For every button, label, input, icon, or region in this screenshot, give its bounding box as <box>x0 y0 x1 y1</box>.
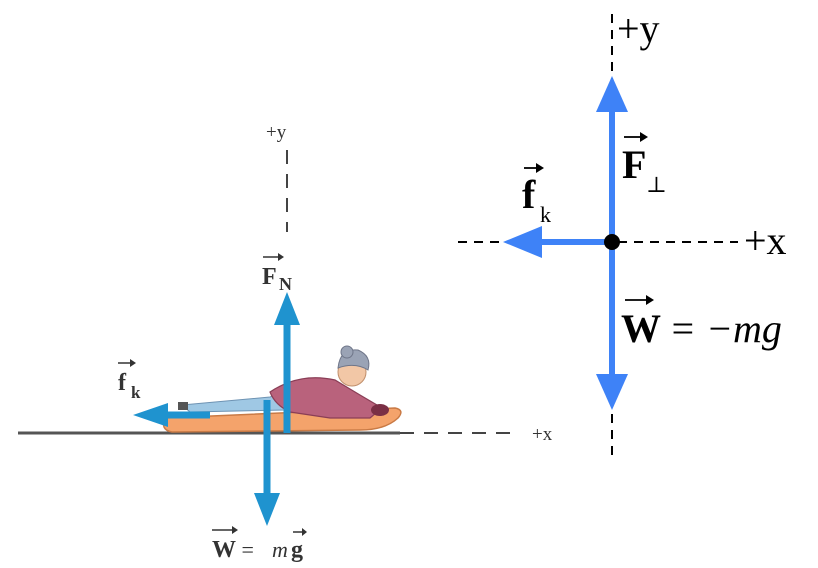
right-weight-arrow <box>596 242 628 410</box>
right-y-axis-label: +y <box>617 6 660 51</box>
svg-text:W: W <box>621 306 661 351</box>
svg-text:N: N <box>279 274 292 294</box>
weight-arrow <box>254 400 280 526</box>
weight-label: W = m g <box>212 526 307 563</box>
svg-text:F: F <box>622 142 646 187</box>
friction-arrow <box>133 403 210 427</box>
left-x-axis-label: +x <box>532 424 553 445</box>
normal-force-arrow <box>274 292 300 433</box>
svg-text:W: W <box>212 537 236 563</box>
friction-label: f k <box>118 359 141 402</box>
right-friction-label: f k <box>522 163 551 227</box>
right-friction-arrow <box>503 226 612 258</box>
perp-force-label: F ⊥ <box>622 132 667 197</box>
svg-text:k: k <box>540 202 551 227</box>
perp-force-arrow <box>596 76 628 242</box>
svg-text:F: F <box>262 264 277 290</box>
svg-text:g: g <box>291 537 303 563</box>
right-x-axis-label: +x <box>744 218 787 263</box>
child-sledding <box>178 345 389 419</box>
svg-text:f: f <box>522 172 536 217</box>
right-diagram: +y +x F ⊥ f k <box>458 6 787 455</box>
svg-text:⊥: ⊥ <box>646 172 667 197</box>
left-diagram: +y +x <box>18 122 553 563</box>
normal-force-label: F N <box>262 253 292 294</box>
origin-point <box>604 234 620 250</box>
svg-text:= −mg: = −mg <box>659 306 782 351</box>
svg-text:=: = <box>236 537 259 562</box>
right-weight-label: W = −mg <box>621 295 782 351</box>
svg-text:f: f <box>118 370 127 396</box>
svg-text:m: m <box>272 537 288 562</box>
svg-text:k: k <box>131 383 141 402</box>
left-y-axis-label: +y <box>266 122 287 143</box>
